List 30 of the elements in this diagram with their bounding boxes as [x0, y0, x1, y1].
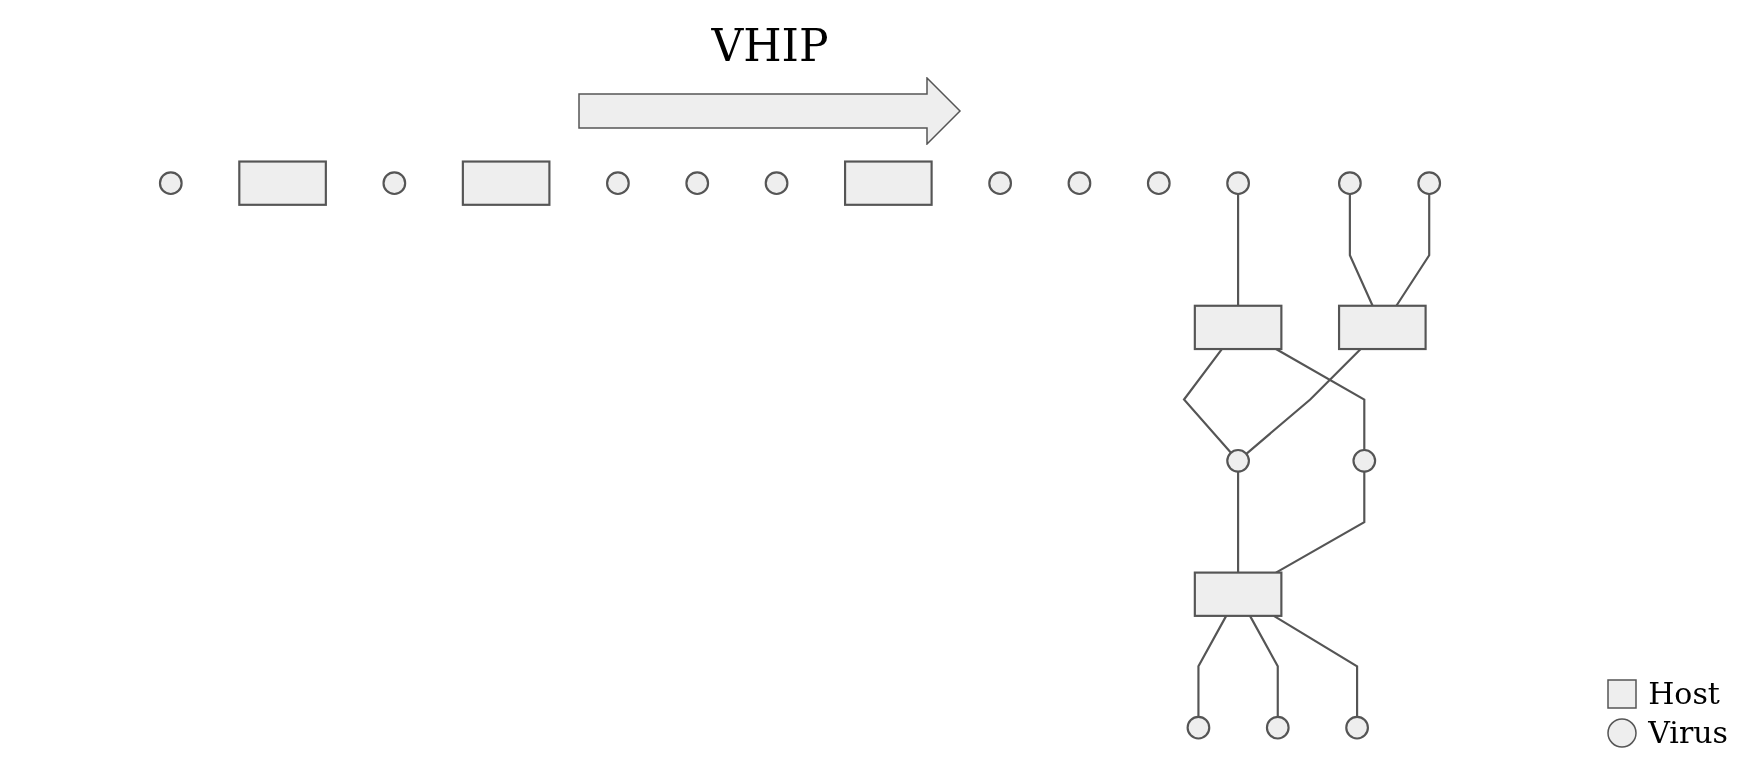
host-square: [1193, 304, 1283, 351]
virus-circle: [1265, 715, 1290, 740]
legend-text: Host: [1648, 676, 1720, 711]
virus-circle: [1226, 171, 1250, 196]
host-square: [844, 160, 933, 206]
host-square: [238, 160, 327, 206]
virus-circle: [382, 171, 407, 196]
virus-circle: [1186, 715, 1211, 740]
connector: [1275, 471, 1366, 574]
host-square: [1338, 304, 1427, 351]
virus-circle: [988, 171, 1013, 196]
connector: [1237, 194, 1240, 306]
virus-circle: [1352, 448, 1377, 473]
virus-circle: [764, 171, 789, 196]
virus-circle: [685, 171, 710, 196]
virus-circle: [158, 171, 183, 196]
legend-text: Virus: [1648, 715, 1728, 750]
process-label: VHIP: [711, 20, 829, 71]
virus-circle: [1146, 171, 1171, 196]
host-square: [1193, 571, 1283, 617]
host-square: [461, 160, 551, 206]
connector: [1237, 471, 1240, 573]
connector: [1249, 615, 1279, 717]
virus-circle: [1067, 171, 1092, 196]
virus-circle: [1417, 171, 1442, 196]
virus-circle: [1345, 715, 1369, 740]
virus-circle: [1338, 171, 1362, 196]
virus-circle: [606, 171, 630, 196]
virus-circle: [1226, 448, 1250, 473]
connector: [1197, 615, 1228, 717]
